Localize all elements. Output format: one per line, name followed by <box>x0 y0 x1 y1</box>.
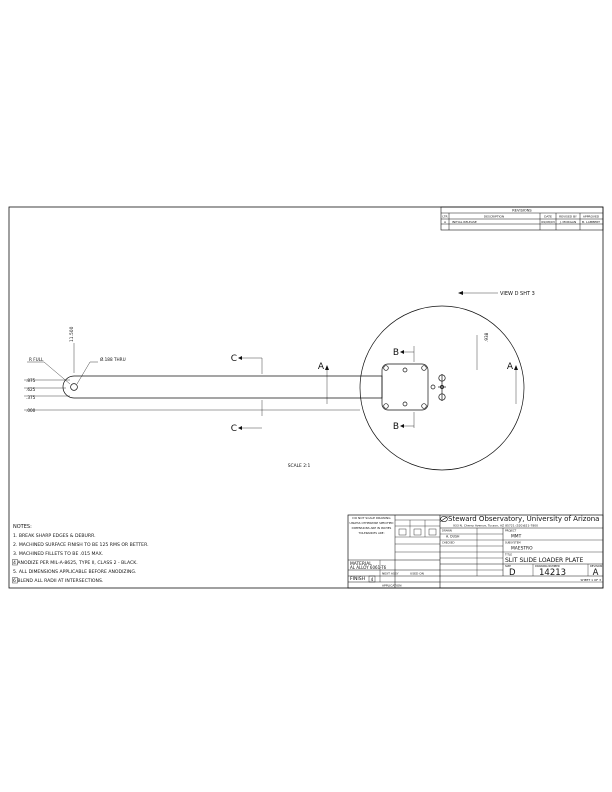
section-a-left: A <box>318 362 325 372</box>
dim-right-vertical: .938 <box>484 332 489 342</box>
section-c-bottom: C <box>231 424 237 434</box>
tol-line-2: DIMENSIONS ARE IN INCHES <box>352 526 392 530</box>
title-label: TITLE <box>505 553 512 557</box>
section-c-top: C <box>231 354 237 364</box>
note-2: 2. MACHINED SURFACE FINISH TO BE 125 RMS… <box>13 542 149 548</box>
view-d-label: VIEW D SHT 3 <box>500 291 535 297</box>
rev-header-date: DATE <box>544 215 552 219</box>
subsystem-value: MAESTRO <box>511 546 533 552</box>
org-address: 933 N. Cherry Avenue, Tucson, AZ 85721 (… <box>453 524 538 528</box>
drawing-number-value: 14213 <box>539 568 566 578</box>
application-label: APPLICATION <box>382 584 401 588</box>
used-on-label: USED ON <box>410 572 424 576</box>
dim-left-4: .000 <box>26 408 36 413</box>
slide-arm-outline <box>62 375 383 399</box>
drawn-label: DRAWN <box>442 529 452 533</box>
dim-left-3: .375 <box>26 395 36 400</box>
size-label: SIZE <box>505 564 511 568</box>
note-6-flag <box>12 577 18 584</box>
rev-header-description: DESCRIPTION <box>484 215 504 219</box>
tol-line-3: TOLERANCES ARE: <box>357 531 384 535</box>
drawing-number-label: DRAWING NUMBER <box>535 564 560 568</box>
size-value: D <box>509 568 516 578</box>
sheet-number: SHEET 1 OF 3 <box>580 578 601 582</box>
dim-left-1: .875 <box>26 378 36 383</box>
part-view <box>62 305 525 471</box>
project-label: PROJECT <box>505 529 517 533</box>
scale-label: SCALE 2:1 <box>288 463 311 469</box>
rev-row-date: 09/08/03 <box>541 220 555 224</box>
rev-header-revised-by: REVISED BY <box>559 215 577 219</box>
note-4-flag <box>12 559 18 566</box>
title-block: DO NOT SCALE DRAWING UNLESS OTHERWISE SP… <box>347 514 604 589</box>
note-4: 4 ANODIZE PER MIL-A-8625, TYPE II, CLASS… <box>13 560 138 566</box>
checked-label: CHECKED <box>442 541 455 545</box>
project-value: MMT <box>511 534 522 540</box>
next-assy-label: NEXT ASSY <box>382 572 399 576</box>
title-value: SLIT SLIDE LOADER PLATE <box>505 557 583 564</box>
thru-hole <box>70 383 78 391</box>
finish-value: 4 <box>371 577 374 582</box>
mounting-pad <box>381 363 429 411</box>
tol-header: DO NOT SCALE DRAWING <box>352 516 391 520</box>
tol-line-1: UNLESS OTHERWISE SPECIFIED <box>350 521 394 525</box>
drawn-name: A. DUSH <box>446 535 460 539</box>
rev-row-description: INITIAL RELEASE <box>452 220 477 224</box>
revisions-table: REVISIONS LTR DESCRIPTION DATE REVISED B… <box>440 206 604 231</box>
rev-row-revised-by: J. MORGAN <box>559 220 576 224</box>
material-value: AL ALLOY 6061-T6 <box>350 565 387 570</box>
notes-title: NOTES: <box>13 524 32 530</box>
arrowheads <box>238 291 518 430</box>
note-3: 3. MACHINED FILLETS TO BE .015 MAX. <box>13 551 103 557</box>
material-label: MATERIAL <box>350 561 372 567</box>
revision-label: REVISION <box>590 564 602 568</box>
section-b-top: B <box>393 348 399 358</box>
revision-value: A <box>593 568 599 578</box>
notes-block: NOTES: 1. BREAK SHARP EDGES & DEBURR. 2.… <box>12 524 149 584</box>
subsystem-label: SUBSYSTEM <box>505 541 521 545</box>
rev-header-ltr: LTR <box>442 215 447 219</box>
dim-full-radius: R FULL <box>29 357 44 362</box>
dimension-lines <box>24 292 517 429</box>
org-name: Steward Observatory, University of Arizo… <box>448 515 599 523</box>
note-6: 6 BLEND ALL RADII AT INTERSECTIONS. <box>13 578 103 584</box>
rev-row-ltr: A <box>444 220 447 224</box>
revisions-title: REVISIONS <box>512 209 532 213</box>
dim-vertical: 11.500 <box>69 326 75 342</box>
section-b-bottom: B <box>393 422 399 432</box>
sheet-border <box>8 206 604 589</box>
observatory-logo <box>440 516 448 522</box>
round-plate-outline <box>359 305 525 471</box>
finish-label: FINISH <box>350 576 365 582</box>
dim-thru-hole: Ø.188 THRU <box>100 357 126 362</box>
section-a-right: A <box>507 362 514 372</box>
note-5: 5. ALL DIMENSIONS APPLICABLE BEFORE ANOD… <box>13 569 136 575</box>
rev-row-approved: B. LAMBERT <box>582 220 600 224</box>
rev-header-approved: APPROVED <box>583 215 600 219</box>
note-1: 1. BREAK SHARP EDGES & DEBURR. <box>13 533 96 539</box>
dim-left-2: .625 <box>26 387 36 392</box>
